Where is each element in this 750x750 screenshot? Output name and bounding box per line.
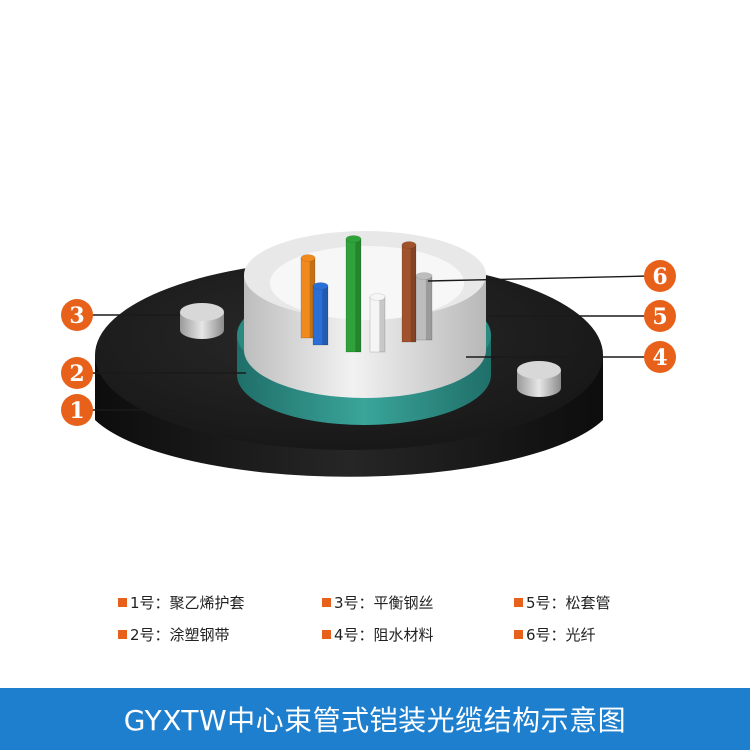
- legend-swatch: [322, 598, 331, 607]
- callout-number: 5: [652, 304, 667, 330]
- legend-swatch: [118, 630, 127, 639]
- fiber-bundle: [300, 235, 433, 353]
- steel-wire-left: [180, 303, 224, 339]
- legend-item-1: 1号：聚乙烯护套: [118, 592, 245, 613]
- callout-badge-4: 4: [644, 341, 676, 373]
- callout-number: 2: [69, 361, 84, 387]
- optical-fiber-6: [415, 272, 433, 341]
- legend-item-3: 3号：平衡钢丝: [322, 592, 434, 613]
- title-banner: GYXTW中心束管式铠装光缆结构示意图: [0, 688, 750, 750]
- callout-badge-5: 5: [644, 300, 676, 332]
- legend-label: 3号：平衡钢丝: [334, 594, 434, 612]
- optical-fiber-5: [401, 241, 417, 343]
- legend-item-5: 5号：松套管: [514, 592, 611, 613]
- legend-swatch: [118, 598, 127, 607]
- optical-fiber-2: [312, 282, 329, 346]
- steel-wire-right: [517, 361, 561, 397]
- loose-tube: [244, 231, 486, 398]
- legend-label: 1号：聚乙烯护套: [130, 594, 245, 612]
- legend-swatch: [322, 630, 331, 639]
- callout-badges: 1 2 3 4 5 6: [61, 260, 676, 426]
- optical-fiber-1: [300, 254, 316, 339]
- leader-lines: [90, 275, 649, 411]
- legend: 1号：聚乙烯护套 3号：平衡钢丝 5号：松套管 2号：涂塑钢带 4号：阻水材料 …: [0, 588, 750, 658]
- legend-label: 2号：涂塑钢带: [130, 626, 230, 644]
- leader-line-6: [427, 275, 649, 282]
- legend-item-2: 2号：涂塑钢带: [118, 624, 230, 645]
- legend-swatch: [514, 630, 523, 639]
- optical-fiber-3: [345, 235, 362, 353]
- callout-badge-3: 3: [61, 299, 93, 331]
- callout-number: 3: [69, 303, 84, 329]
- legend-label: 4号：阻水材料: [334, 626, 434, 644]
- legend-label: 5号：松套管: [526, 594, 611, 612]
- callout-badge-6: 6: [644, 260, 676, 292]
- legend-item-4: 4号：阻水材料: [322, 624, 434, 645]
- callout-badge-2: 2: [61, 357, 93, 389]
- callout-number: 6: [652, 264, 667, 290]
- callout-number: 1: [69, 398, 84, 424]
- legend-label: 6号：光纤: [526, 626, 596, 644]
- legend-item-6: 6号：光纤: [514, 624, 596, 645]
- legend-swatch: [514, 598, 523, 607]
- callout-badge-1: 1: [61, 394, 93, 426]
- callout-number: 4: [652, 345, 667, 371]
- banner-title: GYXTW中心束管式铠装光缆结构示意图: [123, 704, 627, 737]
- optical-fiber-4: [369, 293, 386, 353]
